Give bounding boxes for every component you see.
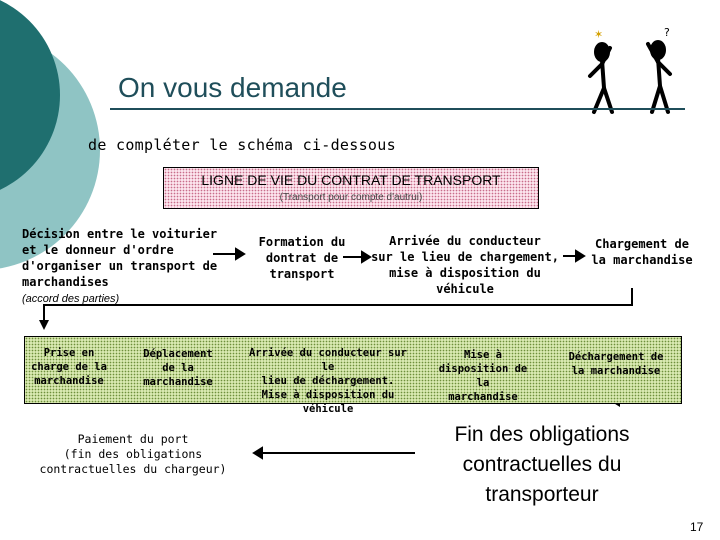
step-line: sur le lieu de chargement, (371, 250, 559, 264)
arrow-icon (575, 249, 586, 263)
step-fin-obligations: Fin des obligations contractuelles du tr… (422, 420, 662, 510)
page-title: On vous demande (118, 72, 347, 103)
page-number: 17 (690, 520, 704, 534)
step-line: d'organiser un transport de (22, 259, 218, 273)
step-line: la marchandise (571, 365, 661, 377)
step-line: Formation du (258, 235, 346, 249)
step-line: Déchargement de (568, 351, 664, 363)
step-mise-a-disposition: Mise à disposition de la marchandise (432, 348, 534, 404)
step-dechargement: Déchargement de la marchandise (558, 350, 674, 378)
lifeline-banner: LIGNE DE VIE DU CONTRAT DE TRANSPORT (Tr… (163, 167, 539, 209)
step-prise-en-charge: Prise en charge de la marchandise (28, 346, 110, 388)
step-line: dontrat de (265, 251, 339, 265)
step-line: transport (269, 267, 335, 281)
banner-subtitle: (Transport pour compte d'autrui) (279, 192, 423, 203)
step-line: lieu de déchargement. (261, 375, 395, 387)
dark-teal-circle (0, 0, 60, 190)
step-line: véhicule (436, 282, 494, 296)
step-line: Chargement de (595, 237, 689, 251)
arrow-icon (235, 247, 246, 261)
idea-icon: ✶ (594, 28, 603, 41)
step-line: Arrivée du conducteur sur le (248, 347, 408, 373)
step-decision: Décision entre le voiturier et le donneu… (22, 226, 222, 290)
step-line: et le donneur d'ordre (22, 243, 174, 257)
step-line: Arrivée du conducteur (389, 234, 541, 248)
step-deplacement: Déplacement de la marchandise (136, 347, 220, 389)
step-line: disposition de la (438, 363, 528, 389)
step-chargement: Chargement de la marchandise (586, 236, 698, 268)
step-line: marchandises (22, 275, 109, 289)
step-line: (fin des obligations (63, 447, 203, 461)
transport-phase-box (24, 336, 682, 404)
step-line: Mise à disposition du véhicule (261, 389, 395, 415)
step-line: marchandise (143, 376, 213, 388)
step-line: Fin des obligations (454, 423, 630, 446)
banner-title: LIGNE DE VIE DU CONTRAT DE TRANSPORT (201, 172, 501, 188)
step-line: Mise à (464, 349, 502, 361)
title-underline (110, 108, 685, 110)
step-line: marchandise (448, 391, 518, 403)
step-line: contractuelles du (462, 453, 622, 476)
step-formation: Formation du dontrat de transport (252, 234, 352, 282)
step-line: transporteur (485, 483, 599, 506)
question-icon: ? (664, 26, 670, 39)
arrow-icon (252, 446, 263, 460)
page-subtitle: de compléter le schéma ci-dessous (88, 136, 396, 154)
step-line: mise à disposition du (389, 266, 541, 280)
step-paiement: Paiement du port (fin des obligations co… (30, 432, 236, 477)
step-arrivee-dechargement: Arrivée du conducteur sur le lieu de déc… (240, 346, 416, 416)
arrow-icon (361, 250, 372, 264)
step-line: charge de la (31, 361, 107, 373)
step-line: contractuelles du chargeur) (39, 462, 227, 476)
step-line: Déplacement (143, 348, 213, 360)
step-line: Paiement du port (77, 432, 189, 446)
step-line: de la (162, 362, 194, 374)
step-line: Décision entre le voiturier (22, 227, 218, 241)
step-line: Prise en (43, 347, 95, 359)
step-decision-note: (accord des parties) (22, 293, 120, 305)
step-line: marchandise (34, 375, 104, 387)
thinking-figures-icon (588, 40, 672, 114)
step-arrivee-chargement: Arrivée du conducteur sur le lieu de cha… (370, 233, 560, 297)
step-line: la marchandise (591, 253, 693, 267)
